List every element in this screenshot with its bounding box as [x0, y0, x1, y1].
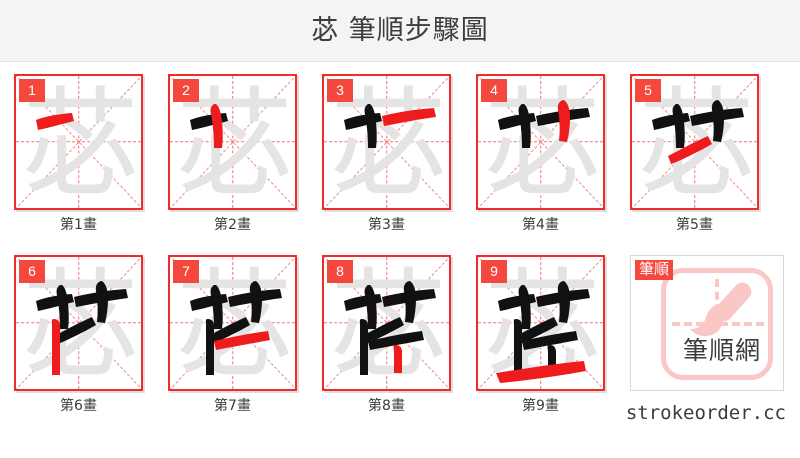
- completed-stroke: [205, 319, 214, 375]
- brush-icon: [690, 282, 752, 337]
- current-stroke: [210, 104, 223, 148]
- logo-frame: 筆順網: [661, 268, 773, 380]
- current-stroke: [51, 319, 60, 375]
- logo-name: 筆順網: [682, 336, 761, 365]
- completed-stroke: [249, 281, 262, 323]
- stroke-overlay: [170, 257, 295, 389]
- stroke-cell[interactable]: 苾9: [476, 255, 605, 391]
- completed-stroke: [672, 104, 685, 148]
- completed-stroke: [403, 281, 416, 323]
- completed-stroke: [56, 285, 69, 329]
- page-header: 苾 筆順步驟圖: [0, 0, 800, 62]
- stroke-caption: 第8畫: [368, 398, 405, 414]
- completed-stroke: [522, 331, 578, 350]
- ghost-character: 苾: [175, 75, 294, 210]
- completed-stroke: [518, 285, 531, 329]
- stroke-caption: 第7畫: [214, 398, 251, 414]
- stroke-number-badge: 5: [635, 79, 661, 102]
- stroke-number-badge: 1: [19, 79, 45, 102]
- stroke-overlay: [324, 257, 449, 389]
- stroke-caption: 第3畫: [368, 217, 405, 233]
- current-stroke: [668, 136, 712, 164]
- completed-stroke: [514, 317, 558, 345]
- stroke-cell[interactable]: 苾7: [168, 255, 297, 391]
- stroke-caption: 第6畫: [60, 398, 97, 414]
- current-stroke: [496, 361, 586, 383]
- ghost-character: 苾: [21, 75, 140, 210]
- completed-stroke: [359, 319, 368, 375]
- stroke-overlay: [16, 76, 141, 208]
- stroke-overlay: [632, 76, 757, 208]
- stroke-overlay: [16, 257, 141, 389]
- stroke-number-badge: 7: [173, 260, 199, 283]
- stroke-step-8[interactable]: 苾8 第8畫: [322, 255, 451, 425]
- stroke-caption: 第4畫: [522, 217, 559, 233]
- stroke-number-badge: 6: [19, 260, 45, 283]
- current-stroke: [382, 108, 436, 126]
- current-stroke: [557, 100, 570, 142]
- completed-stroke: [360, 317, 404, 345]
- current-stroke: [36, 113, 74, 130]
- completed-stroke: [513, 319, 522, 375]
- stroke-overlay: [478, 76, 603, 208]
- stroke-overlay: [324, 76, 449, 208]
- stroke-cell[interactable]: 苾8: [322, 255, 451, 391]
- completed-stroke: [210, 285, 223, 329]
- stroke-overlay: [170, 76, 295, 208]
- page-title: 苾 筆順步驟圖: [311, 15, 489, 46]
- completed-stroke: [518, 104, 531, 148]
- stroke-caption: 第2畫: [214, 217, 251, 233]
- stroke-caption: 第5畫: [676, 217, 713, 233]
- completed-stroke: [364, 104, 377, 148]
- stroke-caption: 第9畫: [522, 398, 559, 414]
- logo-badge: 筆順: [635, 260, 674, 281]
- site-watermark: strokeorder.cc: [625, 402, 786, 424]
- completed-stroke: [557, 281, 570, 323]
- stroke-number-badge: 4: [481, 79, 507, 102]
- current-stroke: [393, 345, 402, 373]
- stroke-step-9[interactable]: 苾9 第9畫: [476, 255, 605, 425]
- completed-stroke: [711, 100, 724, 142]
- current-stroke: [214, 331, 270, 350]
- completed-stroke: [368, 331, 424, 350]
- completed-stroke: [206, 317, 250, 345]
- site-logo-box[interactable]: 筆順筆順網: [630, 255, 784, 391]
- stroke-number-badge: 3: [327, 79, 353, 102]
- stroke-caption: 第1畫: [60, 217, 97, 233]
- completed-stroke: [52, 317, 96, 345]
- stroke-step-7[interactable]: 苾7 第7畫: [168, 255, 297, 425]
- stroke-number-badge: 8: [327, 260, 353, 283]
- ghost-character: 苾: [483, 75, 602, 210]
- logo-guide-vertical: [715, 279, 719, 325]
- ghost-character: 苾: [329, 75, 448, 210]
- completed-stroke: [95, 281, 108, 323]
- stroke-overlay: [478, 257, 603, 389]
- completed-stroke: [364, 285, 377, 329]
- stroke-number-badge: 2: [173, 79, 199, 102]
- stroke-number-badge: 9: [481, 260, 507, 283]
